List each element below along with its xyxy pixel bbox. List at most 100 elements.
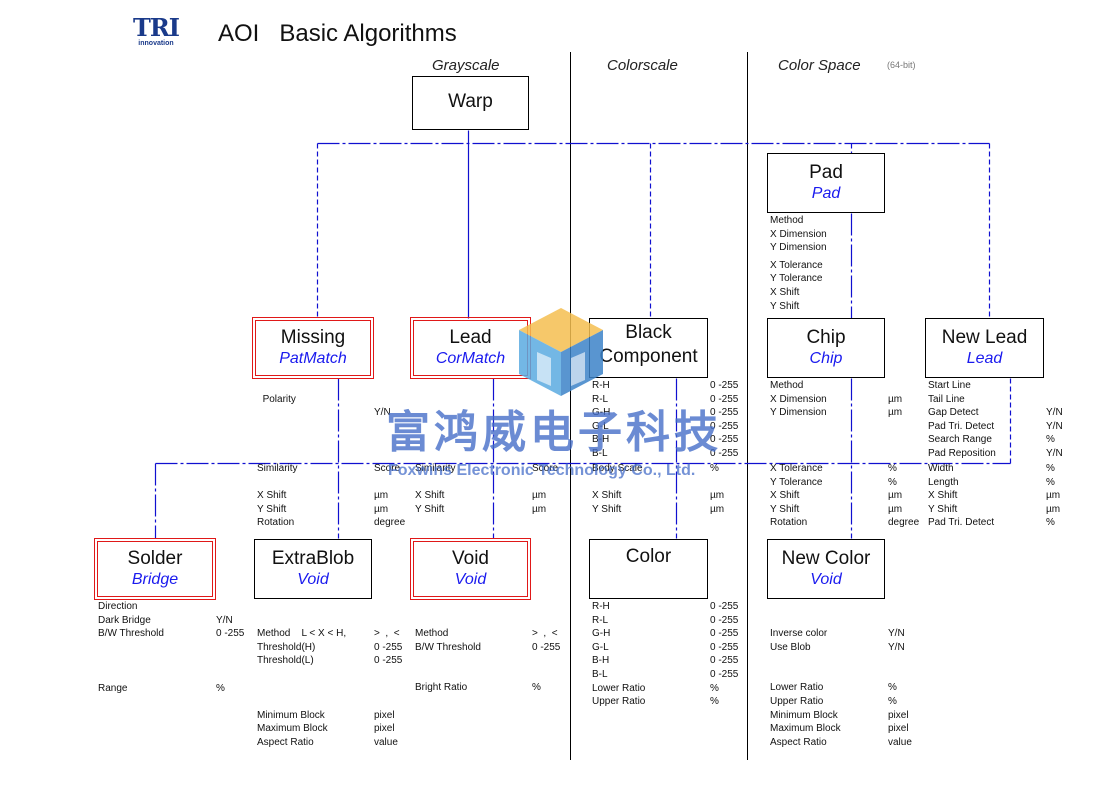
param-value: value — [374, 736, 398, 748]
param-value: Y/N — [1046, 420, 1063, 432]
param-label: R-L — [592, 393, 609, 405]
param-label: Rotation — [770, 517, 808, 529]
param-value: 0 -255 — [532, 641, 561, 653]
param-row: Width% — [928, 462, 1055, 476]
param-row: Bright Ratio% — [415, 681, 541, 695]
param-row — [415, 654, 481, 668]
param-label: Maximum Block — [770, 723, 841, 735]
param-value: > , < — [374, 628, 400, 639]
column-divider — [747, 52, 748, 760]
param-label: Start Line — [928, 380, 971, 391]
param-row: Start Line — [928, 379, 996, 393]
param-value: 0 -255 — [710, 447, 739, 459]
param-label: Rotation — [257, 517, 295, 529]
box-color[interactable]: Color — [589, 539, 708, 599]
box-new-color[interactable]: New Color Void — [767, 539, 885, 599]
param-row: Upper Ratio% — [770, 695, 897, 709]
param-label: Inverse color — [770, 628, 828, 639]
param-row — [257, 695, 346, 709]
param-label: Maximum Block — [257, 723, 328, 735]
param-label: Pad Reposition — [928, 447, 996, 459]
param-row: Method — [770, 379, 827, 393]
param-value: µm — [1046, 503, 1061, 515]
box-color-title: Color — [625, 546, 672, 567]
param-value: Score — [374, 463, 401, 474]
box-warp[interactable]: Warp — [412, 76, 529, 130]
box-extrablob[interactable]: ExtraBlob Void — [254, 539, 372, 599]
box-new-color-subtitle: Void — [810, 571, 842, 588]
param-row: X Shift — [770, 286, 827, 300]
param-value: µm — [888, 490, 903, 502]
param-value: µm — [532, 503, 547, 515]
param-label: X Tolerance — [770, 463, 823, 474]
param-value: % — [1046, 476, 1055, 488]
param-value: degree — [374, 517, 406, 529]
param-label: Upper Ratio — [592, 696, 646, 708]
box-pad[interactable]: Pad Pad — [767, 153, 885, 213]
param-row — [770, 668, 841, 682]
param-row: X Tolerance% — [770, 462, 897, 476]
param-label: X Shift — [928, 490, 958, 502]
param-value: > , < — [532, 628, 558, 639]
box-black-component[interactable]: Black Component — [589, 318, 708, 378]
param-row: Method L < X < H,> , < — [257, 627, 400, 641]
page-title: AOI Basic Algorithms — [218, 20, 457, 47]
param-row — [415, 668, 481, 682]
param-value: % — [1046, 434, 1055, 446]
param-row: Method — [770, 214, 827, 228]
param-label: Bright Ratio — [415, 682, 468, 694]
box-chip-subtitle: Chip — [809, 350, 843, 367]
param-label: Gap Detect — [928, 407, 979, 419]
box-new-lead[interactable]: New Lead Lead — [925, 318, 1044, 378]
param-row — [98, 668, 164, 682]
param-label: Aspect Ratio — [770, 736, 827, 748]
param-value: µm — [888, 393, 903, 405]
box-solder-subtitle: Bridge — [131, 571, 179, 588]
param-row: Range% — [98, 682, 225, 696]
param-value: 0 -255 — [710, 434, 739, 446]
param-row — [98, 641, 164, 655]
tri-logo: TRI innovation — [128, 16, 184, 48]
param-label: B-L — [592, 668, 608, 680]
param-label: Upper Ratio — [770, 695, 824, 707]
param-label: Method — [770, 215, 804, 226]
param-label: R-H — [592, 380, 610, 391]
box-solder-title: Solder — [127, 548, 183, 569]
param-row: Lower Ratio% — [592, 682, 719, 696]
box-void[interactable]: Void Void — [410, 538, 531, 600]
param-label: G-H — [592, 628, 611, 640]
param-value: % — [532, 682, 541, 694]
param-row: Y Tolerance% — [770, 476, 897, 490]
param-value: µm — [888, 503, 903, 515]
box-lead[interactable]: Lead CorMatch — [410, 317, 531, 379]
param-label: Minimum Block — [257, 709, 325, 721]
box-solder[interactable]: Solder Bridge — [94, 538, 216, 600]
box-chip-title: Chip — [806, 327, 846, 348]
param-label: Use Blob — [770, 641, 811, 653]
param-label: Lower Ratio — [770, 682, 824, 694]
param-row: Method> , < — [415, 627, 558, 641]
param-row: Threshold(L)0 -255 — [257, 654, 402, 668]
param-label: B-H — [592, 655, 610, 667]
param-label: Minimum Block — [770, 709, 838, 721]
param-row: X Dimension — [770, 228, 827, 242]
box-lead-title: Lead — [449, 327, 492, 348]
param-label: Search Range — [928, 434, 992, 446]
box-chip[interactable]: Chip Chip — [767, 318, 885, 378]
param-value: 0 -255 — [710, 655, 739, 667]
param-label: Y Shift — [257, 503, 287, 515]
box-missing[interactable]: Missing PatMatch — [252, 317, 374, 379]
